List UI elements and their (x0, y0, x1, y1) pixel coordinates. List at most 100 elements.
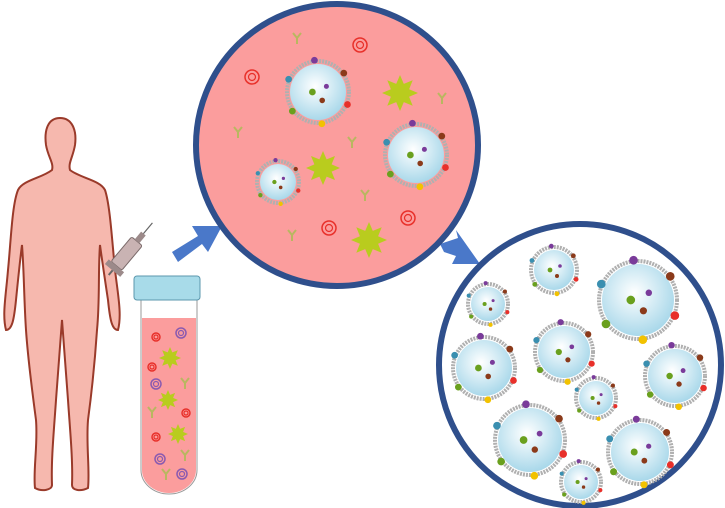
cell-icon (154, 453, 166, 465)
surface-protein-icon (595, 467, 600, 472)
red-blood-cell-icon (244, 69, 260, 85)
surface-protein-icon (522, 400, 530, 409)
extracellular-vesicle (574, 375, 618, 421)
surface-protein-icon (610, 383, 615, 388)
surface-protein-icon (596, 416, 601, 421)
surface-protein-icon (663, 428, 671, 436)
surface-protein-icon (555, 414, 563, 423)
surface-protein-icon (548, 243, 554, 249)
surface-protein-icon (409, 119, 416, 127)
surface-protein-icon (529, 258, 535, 263)
red-blood-cell-icon (181, 408, 191, 418)
platelet-icon (158, 390, 178, 410)
antibody-icon (360, 189, 370, 201)
surface-protein-icon (273, 157, 278, 163)
surface-protein-icon (601, 319, 611, 329)
surface-protein-icon (510, 377, 517, 384)
cell-icon (176, 468, 188, 480)
surface-protein-icon (383, 138, 390, 146)
antibody-icon (292, 32, 302, 44)
surface-protein-icon (340, 69, 348, 77)
surface-protein-icon (585, 331, 592, 338)
surface-protein-icon (554, 291, 560, 297)
cell-icon (150, 378, 162, 390)
surface-protein-icon (613, 404, 618, 409)
surface-protein-icon (643, 360, 650, 367)
surface-protein-icon (289, 107, 296, 115)
antibody-icon (437, 92, 447, 104)
surface-protein-icon (497, 457, 505, 466)
red-blood-cell-icon (151, 432, 161, 442)
antibody-icon (147, 406, 157, 418)
surface-protein-icon (442, 164, 449, 171)
surface-protein-icon (670, 311, 680, 320)
surface-protein-icon (466, 293, 471, 298)
extracellular-vesicle (533, 319, 595, 385)
surface-protein-icon (700, 384, 707, 392)
surface-protein-icon (455, 383, 462, 391)
platelet-icon (159, 347, 181, 369)
surface-protein-icon (576, 459, 581, 464)
surface-protein-icon (477, 332, 484, 340)
antibody-icon (180, 377, 190, 389)
tube-cap (133, 275, 201, 301)
surface-protein-icon (632, 415, 640, 423)
extracellular-vesicle (383, 119, 449, 191)
red-blood-cell-icon (147, 362, 157, 372)
syringe-icon (104, 222, 153, 277)
surface-protein-icon (258, 193, 263, 198)
extracellular-vesicle (493, 400, 567, 480)
platelet-icon (382, 75, 418, 111)
surface-protein-icon (591, 375, 596, 380)
platelet-icon (168, 424, 188, 444)
surface-protein-icon (559, 450, 567, 458)
surface-protein-icon (296, 188, 301, 193)
surface-protein-icon (502, 289, 507, 294)
surface-protein-icon (559, 471, 564, 476)
surface-protein-icon (278, 201, 283, 206)
surface-protein-icon (506, 345, 514, 353)
red-blood-cell-icon (321, 220, 337, 236)
surface-protein-icon (629, 255, 638, 265)
red-blood-cell-icon (352, 37, 368, 53)
surface-protein-icon (562, 492, 567, 497)
surface-protein-icon (574, 387, 579, 392)
human-body-icon (3, 116, 121, 492)
extracellular-vesicle (606, 415, 674, 489)
antibody-icon (233, 126, 243, 138)
surface-protein-icon (344, 101, 351, 108)
surface-protein-icon (696, 354, 704, 361)
surface-protein-icon (668, 341, 675, 349)
surface-protein-icon (293, 166, 298, 172)
surface-protein-icon (598, 488, 603, 493)
surface-protein-icon (493, 421, 501, 430)
surface-protein-icon (255, 171, 260, 176)
surface-protein-icon (311, 56, 318, 64)
extracellular-vesicle (466, 281, 510, 327)
plasma-magnified-view (193, 1, 481, 289)
surface-protein-icon (564, 378, 571, 385)
arrow-icon (440, 230, 480, 264)
extracellular-vesicle (596, 255, 680, 345)
surface-protein-icon (638, 335, 648, 345)
surface-protein-icon (451, 351, 458, 359)
surface-protein-icon (483, 281, 488, 286)
surface-protein-icon (438, 132, 446, 140)
surface-protein-icon (285, 75, 292, 83)
extracellular-vesicle (559, 459, 603, 505)
surface-protein-icon (532, 281, 538, 287)
surface-protein-icon (675, 403, 682, 411)
surface-protein-icon (606, 435, 614, 443)
surface-protein-icon (646, 391, 654, 398)
extracellular-vesicle (643, 341, 707, 411)
red-blood-cell-icon (400, 210, 416, 226)
surface-protein-icon (469, 314, 474, 319)
surface-protein-icon (318, 120, 326, 128)
antibody-icon (347, 136, 357, 148)
extracellular-vesicle (451, 332, 517, 404)
surface-protein-icon (581, 500, 586, 505)
antibody-icon (287, 229, 297, 241)
surface-protein-icon (573, 276, 579, 282)
platelet-icon (306, 151, 340, 185)
